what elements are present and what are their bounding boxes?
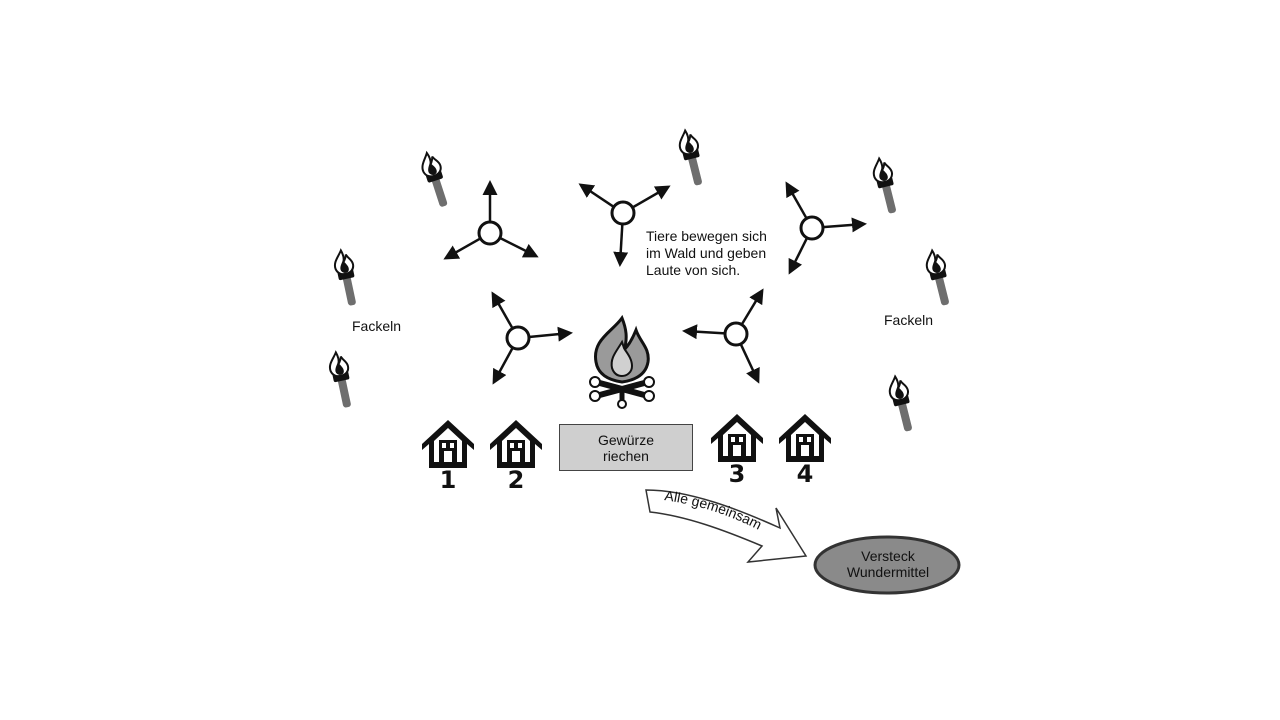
campfire-icon xyxy=(589,314,655,409)
movement-arrow xyxy=(822,217,867,233)
movement-arrow xyxy=(528,326,573,342)
torch-icon xyxy=(872,156,896,214)
hideout-ellipse xyxy=(813,535,961,595)
animal-node xyxy=(682,288,764,384)
house-number-3: 3 xyxy=(728,460,746,488)
animal-node xyxy=(785,181,867,275)
house-number-2: 2 xyxy=(507,466,525,494)
torch-icon xyxy=(888,374,912,432)
animal-circle xyxy=(610,200,636,226)
torch-icon xyxy=(328,350,351,408)
animal-node xyxy=(491,291,573,385)
house-icon xyxy=(779,414,831,462)
movement-arrow xyxy=(785,181,808,220)
torch-icon xyxy=(421,150,448,207)
house-number-1: 1 xyxy=(439,466,457,494)
house-icon xyxy=(422,420,474,468)
curved-arrow-icon: Alle gemeinsam xyxy=(645,487,808,563)
movement-arrow xyxy=(788,237,809,275)
animals-note: Tiere bewegen sich im Wald und geben Lau… xyxy=(646,228,767,278)
animal-circle xyxy=(723,321,749,347)
animal-circle xyxy=(477,220,503,246)
animal-circle xyxy=(799,215,825,241)
house-icon xyxy=(490,420,542,468)
torch-icon xyxy=(678,128,702,186)
movement-arrow xyxy=(631,185,671,209)
house-icon xyxy=(711,414,763,462)
movement-arrow xyxy=(491,291,514,330)
torches-right-label: Fackeln xyxy=(884,312,934,328)
movement-arrow xyxy=(682,324,726,340)
animal-node xyxy=(443,180,539,260)
movement-arrow xyxy=(740,288,764,326)
torches-left-label: Fackeln xyxy=(352,318,402,334)
animal-node xyxy=(578,183,671,267)
spice-station: Gewürze riechen xyxy=(559,424,693,471)
house-number-4: 4 xyxy=(796,460,814,488)
movement-arrow xyxy=(443,237,482,260)
torch-icon xyxy=(925,248,949,306)
hideout-label: Versteck Wundermittel xyxy=(846,548,930,580)
spice-station-label: Gewürze riechen xyxy=(597,431,655,464)
movement-arrow xyxy=(492,347,514,385)
animal-circle xyxy=(505,325,531,351)
movement-arrow xyxy=(578,183,615,208)
torch-icon xyxy=(333,248,356,306)
movement-arrow xyxy=(613,223,629,267)
movement-arrow xyxy=(739,343,760,384)
movement-arrow xyxy=(499,236,539,258)
